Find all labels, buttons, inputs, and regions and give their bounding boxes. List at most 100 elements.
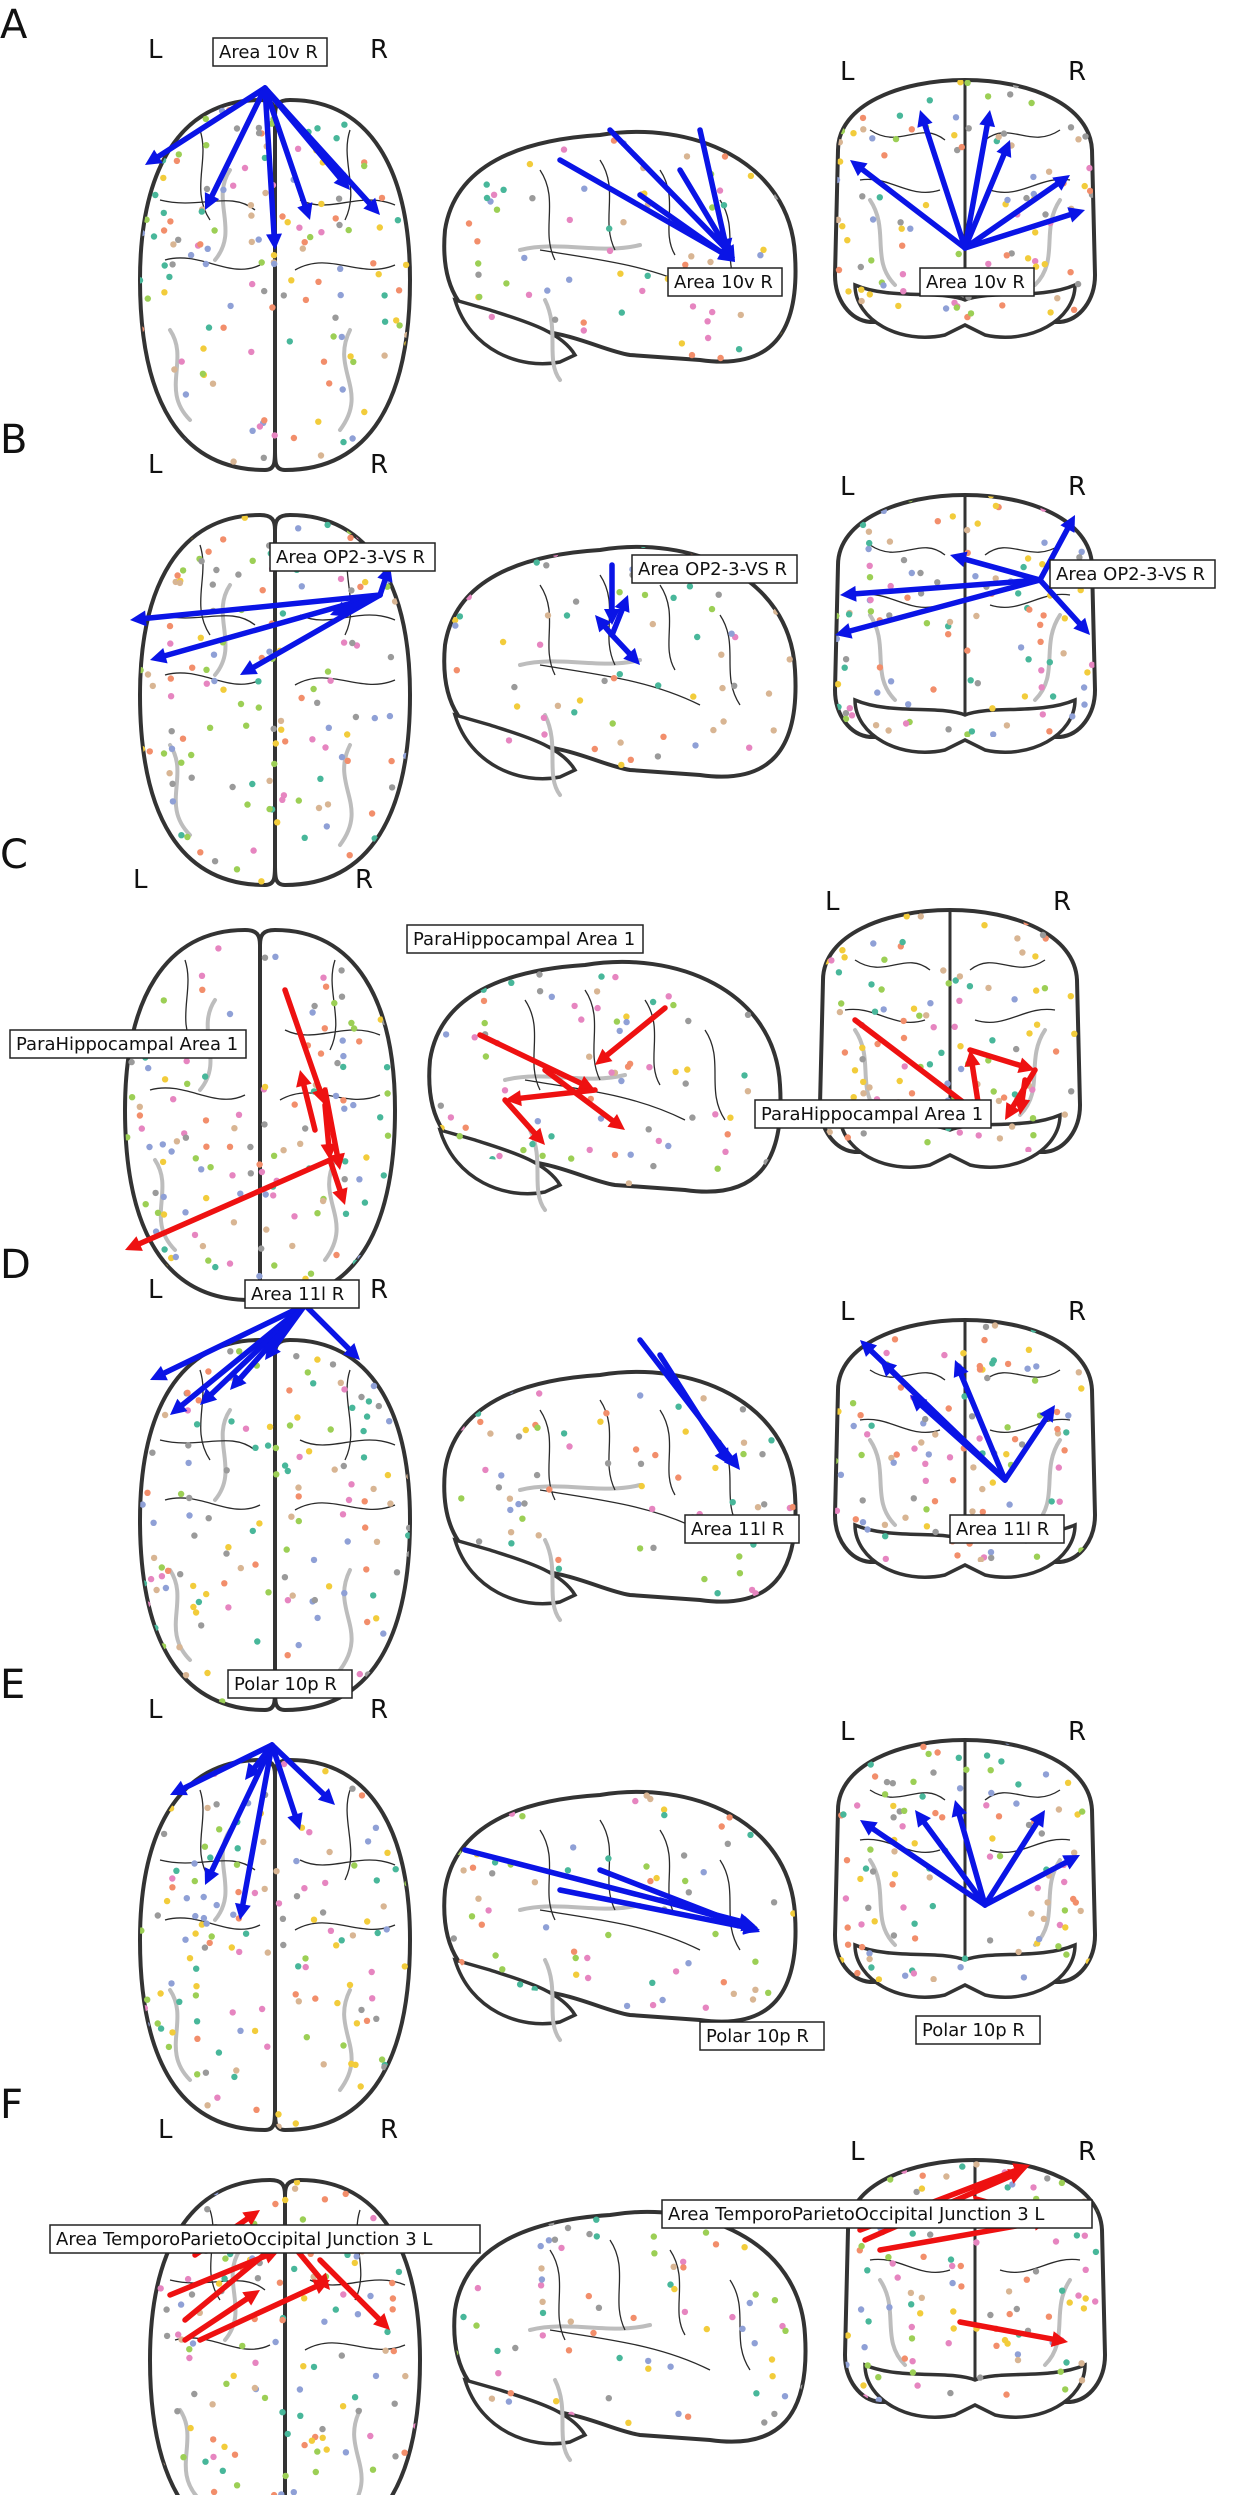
brain-node: [548, 993, 555, 1000]
region-label: Area OP2-3-VS R: [631, 554, 798, 584]
region-label-text: Area TemporoParietoOccipital Junction 3 …: [56, 2229, 432, 2250]
brain-node: [890, 1459, 897, 1466]
brain-node: [403, 1685, 410, 1692]
brain-node: [1028, 99, 1035, 107]
brain-node: [284, 1597, 292, 1604]
brain-node: [518, 1791, 525, 1798]
brain-node: [934, 579, 941, 586]
brain-node: [387, 2209, 395, 2217]
brain-node: [899, 938, 906, 946]
brain-node: [488, 2231, 495, 2238]
brain-node: [1075, 2292, 1082, 2299]
brain-node: [451, 616, 459, 624]
brain-node: [709, 546, 716, 550]
coronal-cerebellum: [853, 1942, 1077, 1999]
brain-node: [230, 2372, 237, 2379]
brain-node: [338, 753, 346, 761]
brain-node: [209, 380, 217, 387]
brain-node: [153, 1586, 160, 1594]
brain-node: [256, 423, 264, 430]
brain-node: [896, 112, 904, 119]
brain-node: [886, 612, 893, 619]
brain-node: [199, 986, 206, 993]
brain-node: [1065, 1412, 1072, 1419]
axial-sulci: [159, 1369, 396, 1511]
brain-node: [356, 1670, 363, 1678]
brain-node: [159, 2095, 166, 2102]
brain-node: [149, 536, 156, 543]
brain-node: [468, 1913, 476, 1920]
brain-node: [185, 1442, 192, 1449]
coronal-cerebellum: [863, 2362, 1087, 2419]
brain-node: [397, 392, 404, 399]
brain-node: [590, 2329, 597, 2337]
brain-node: [907, 225, 914, 232]
brain-node: [859, 1044, 866, 1051]
arrow-head: [1073, 617, 1090, 635]
brain-node: [297, 2412, 304, 2419]
brain-node: [908, 2335, 916, 2342]
brain-node: [261, 1885, 268, 1893]
brain-node: [645, 2365, 652, 2372]
connection-arrows: [150, 1302, 1055, 1483]
brain-node: [299, 2216, 307, 2223]
brain-node: [1081, 701, 1088, 708]
brain-node: [230, 1219, 238, 1226]
brain-node: [1053, 1408, 1061, 1416]
brain-node: [964, 80, 971, 87]
brain-node: [258, 1168, 266, 1176]
connection-arrow: [958, 1372, 1008, 1483]
connection-arrow: [956, 1812, 988, 1908]
brain-node: [835, 681, 842, 688]
brain-node: [918, 2294, 925, 2301]
brain-node: [205, 1515, 212, 1522]
brain-node: [382, 2347, 389, 2354]
brain-node: [168, 728, 175, 735]
brain-node: [542, 1924, 550, 1931]
connection-arrow: [262, 85, 373, 206]
brain-node: [618, 761, 625, 769]
region-label: Area TemporoParietoOccipital Junction 3 …: [661, 2199, 1093, 2229]
brain-node: [373, 1538, 381, 1545]
brain-node: [205, 1368, 212, 1375]
brain-node: [1061, 1907, 1069, 1914]
brain-node: [753, 2390, 760, 2397]
brain-node: [379, 1231, 386, 1238]
brain-node: [324, 668, 332, 675]
brain-node: [182, 391, 190, 398]
brain-node: [719, 1792, 726, 1799]
brain-node: [327, 1927, 335, 1934]
right-label: R: [1068, 1297, 1086, 1327]
brain-node: [272, 1444, 280, 1452]
brain-node: [168, 1148, 175, 1155]
connection-arrow: [143, 592, 383, 622]
brain-node: [346, 852, 353, 859]
region-label-text: Area 11l R: [956, 1519, 1049, 1540]
brain-node: [551, 316, 559, 323]
brain-node: [956, 1785, 964, 1792]
brain-node: [917, 2310, 924, 2317]
brain-node: [1003, 2391, 1010, 2398]
brain-node: [395, 1782, 402, 1790]
brain-node: [450, 983, 458, 991]
arrow-head: [204, 192, 220, 210]
brain-node: [1074, 280, 1082, 288]
brain-node: [332, 1092, 340, 1100]
brain-node: [243, 722, 250, 729]
brain-node: [1013, 1045, 1020, 1053]
brain-node: [989, 1037, 996, 1044]
brain-node: [200, 1893, 207, 1901]
brain-node: [146, 748, 153, 755]
brain-node: [326, 380, 333, 387]
brain-node: [534, 1118, 541, 1125]
brain-node: [512, 2344, 519, 2352]
brain-node: [757, 252, 764, 259]
brain-node: [268, 120, 275, 127]
brain-node: [340, 1063, 347, 1071]
brain-node: [261, 287, 268, 295]
brain-node: [171, 1277, 178, 1285]
brain-node: [654, 753, 662, 760]
brain-node: [236, 1948, 243, 1956]
brain-node: [202, 2458, 209, 2465]
brain-node: [169, 2029, 176, 2036]
